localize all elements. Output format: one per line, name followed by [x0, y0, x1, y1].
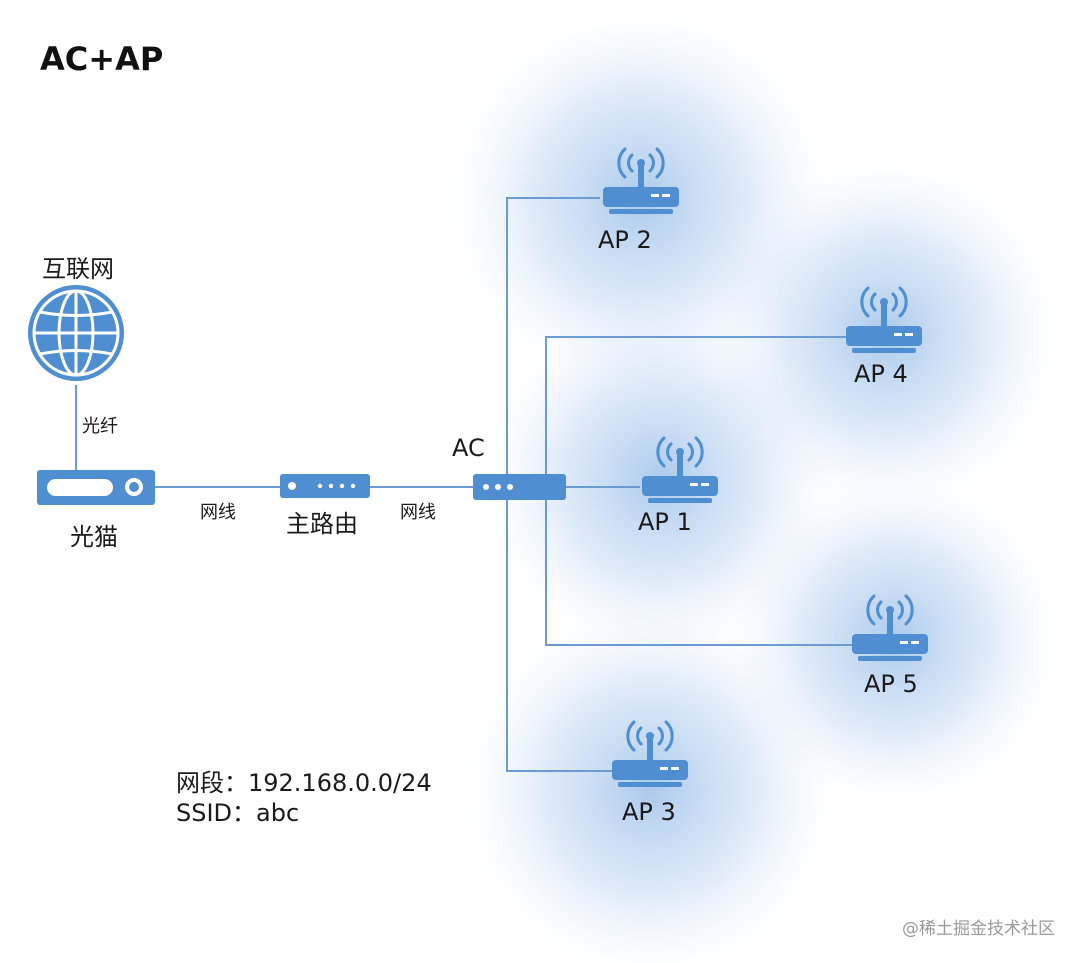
- ac-switch-icon: [473, 474, 566, 500]
- cable-label-2: 网线: [400, 502, 436, 523]
- modem-label: 光猫: [70, 523, 118, 551]
- ap1-label: AP 1: [638, 508, 692, 536]
- ap-2: AP 2: [598, 147, 681, 254]
- ap2-label: AP 2: [598, 226, 652, 254]
- link-ac-ap2: [506, 197, 600, 474]
- page-title: AC+AP: [40, 40, 163, 78]
- modem-icon: [37, 470, 155, 505]
- link-ac-ap5: [545, 500, 852, 646]
- main-router-label: 主路由: [286, 510, 358, 538]
- ac-label: AC: [452, 434, 485, 462]
- ap4-label: AP 4: [854, 360, 908, 388]
- subnet-info: 网段：192.168.0.0/24: [176, 769, 432, 797]
- watermark: @稀土掘金技术社区: [902, 919, 1055, 939]
- ap-1: AP 1: [638, 436, 720, 536]
- ap3-label: AP 3: [622, 798, 676, 826]
- link-ac-ap3: [506, 500, 612, 772]
- link-ac-ap4: [545, 336, 846, 474]
- ssid-info: SSID：abc: [176, 799, 299, 827]
- internet-label: 互联网: [42, 255, 114, 283]
- connections: [75, 197, 852, 772]
- ap5-label: AP 5: [864, 670, 918, 698]
- ap-5: AP 5: [850, 594, 930, 698]
- cable-label-1: 网线: [200, 502, 236, 523]
- fiber-label: 光纤: [82, 416, 118, 437]
- router-icon: [280, 474, 370, 498]
- globe-icon: [28, 285, 124, 381]
- ap-4: AP 4: [844, 286, 924, 388]
- ap-3: AP 3: [610, 720, 690, 826]
